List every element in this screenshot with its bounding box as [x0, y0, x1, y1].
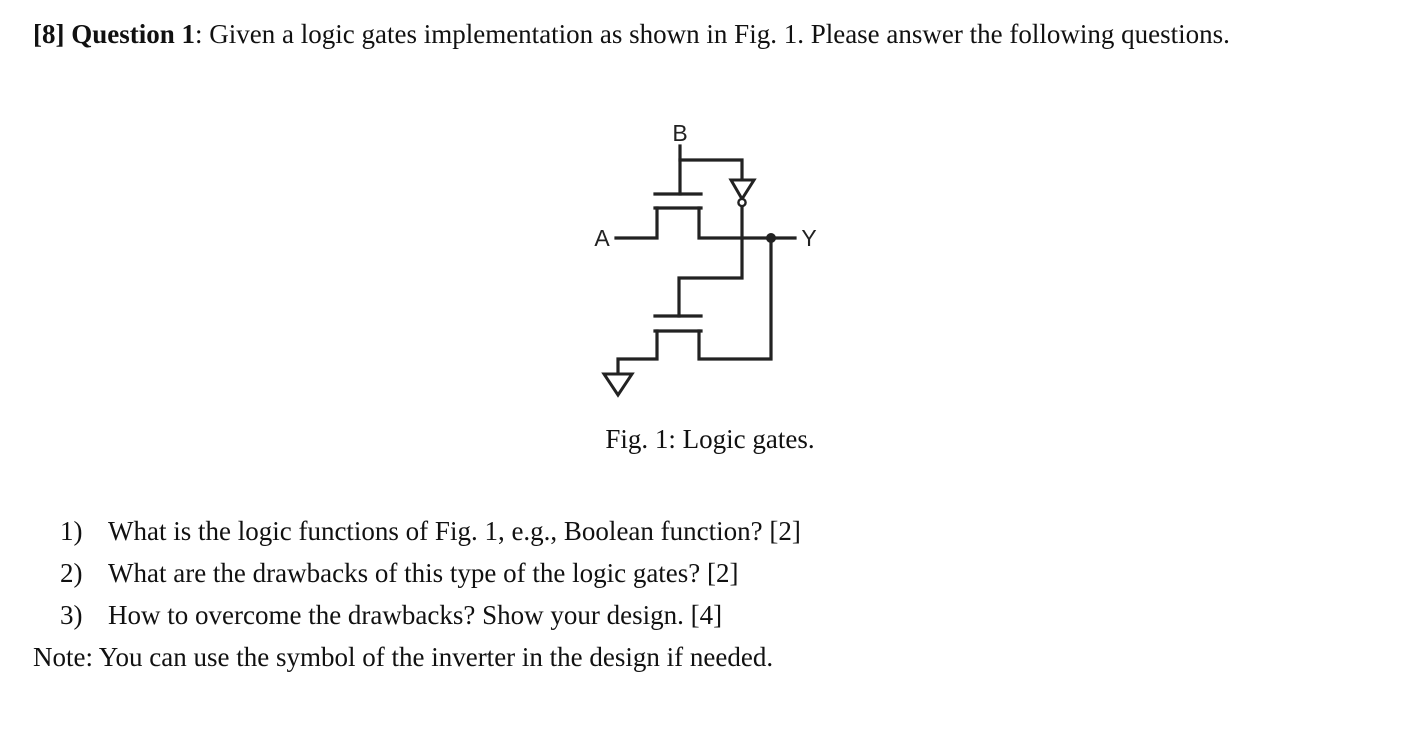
logic-gate-figure: B A Y [560, 116, 860, 416]
label-b: B [672, 120, 687, 146]
question-list: 1) What is the logic functions of Fig. 1,… [60, 510, 801, 636]
label-a: A [594, 225, 610, 251]
item-number: 1) [60, 516, 83, 546]
question-paragraph: [8] Question 1: Given a logic gates impl… [33, 12, 1383, 56]
bottom-drain-to-y-wire [697, 236, 773, 361]
label-y: Y [801, 225, 816, 251]
note-text: Note: You can use the symbol of the inve… [33, 642, 774, 672]
item-text: What are the drawbacks of this type of t… [108, 558, 739, 588]
item-text: How to overcome the drawbacks? Show your… [108, 600, 723, 630]
b-to-inverter-wire [678, 158, 744, 181]
question-text: Given a logic gates implementation as sh… [202, 19, 1230, 49]
question-title: Question 1 [71, 19, 196, 49]
list-item: 3) How to overcome the drawbacks? Show yo… [60, 594, 801, 636]
list-item: 1) What is the logic functions of Fig. 1,… [60, 510, 801, 552]
ground-icon [601, 372, 635, 398]
inverter-icon [728, 178, 757, 202]
circuit-diagram: B A Y [594, 120, 817, 398]
output-node-dot [766, 233, 776, 243]
question-marks: [8] [33, 19, 65, 49]
question-colon: : [195, 19, 203, 49]
item-number: 3) [60, 600, 83, 630]
inverter-bubble [737, 197, 747, 208]
inverter-output-wire [677, 205, 744, 318]
item-number: 2) [60, 558, 83, 588]
a-input-wire [614, 206, 659, 240]
top-drain-to-y-wire [697, 206, 797, 240]
figure-caption: Fig. 1: Logic gates. [605, 424, 815, 454]
list-item: 2) What are the drawbacks of this type of… [60, 552, 801, 594]
ground-wire [616, 329, 659, 374]
item-text: What is the logic functions of Fig. 1, e… [108, 516, 801, 546]
